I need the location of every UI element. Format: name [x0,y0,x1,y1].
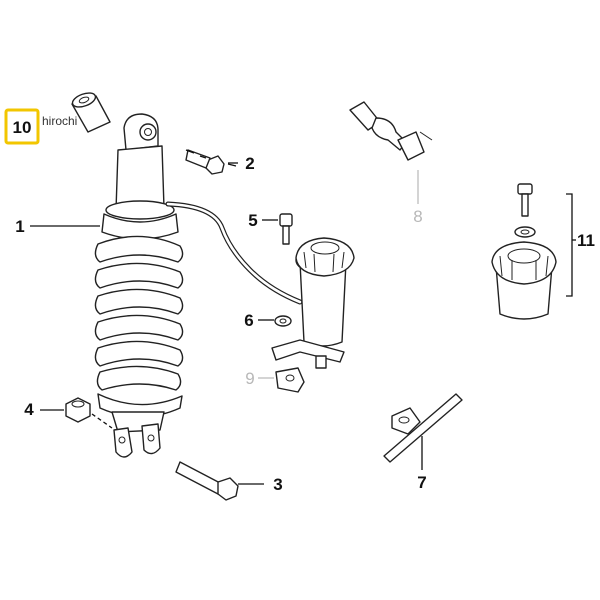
part-7-cable-tie [383,393,463,463]
callout-5[interactable]: 5 [248,211,257,230]
part-4-nut [65,397,91,423]
part-2-bolt [185,149,225,175]
part-9-clip [275,367,305,393]
callout-4[interactable]: 4 [24,400,34,419]
part-6-washer [274,315,292,327]
part-reservoir-adjuster [271,237,355,369]
leader-2-dash [185,149,237,167]
callout-3[interactable]: 3 [273,475,282,494]
part-1-shock-absorber [94,113,184,458]
part-8-hose-clamp [349,101,433,161]
callout-2[interactable]: 2 [245,154,254,173]
callout-10-highlight [4,108,40,145]
part-3-bolt [175,461,239,501]
callout-8[interactable]: 8 [413,207,422,226]
callout-9[interactable]: 9 [245,369,254,388]
part-5-screw [279,213,293,245]
part-11-adjuster-knob [491,183,557,320]
callout-7[interactable]: 7 [417,473,426,492]
watermark-text: hirochi [42,114,77,128]
callout-1[interactable]: 1 [15,217,24,236]
callout-10-group[interactable]: 10 [4,108,40,145]
callout-6[interactable]: 6 [244,311,253,330]
callout-11-bracket [566,193,573,297]
callout-10[interactable]: 10 [13,118,32,137]
callout-11[interactable]: 11 [577,231,595,250]
part-10-bushing [71,92,111,133]
